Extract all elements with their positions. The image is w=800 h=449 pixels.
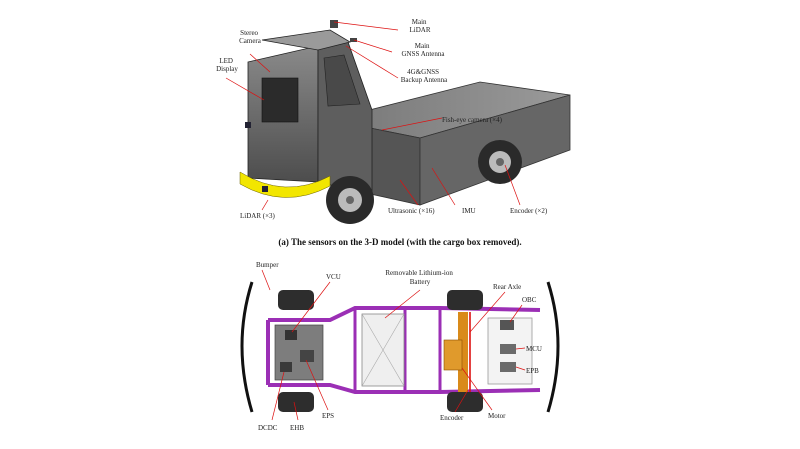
front-left-wheel: [278, 290, 314, 310]
rear-right-wheel: [447, 392, 483, 412]
cab-side-window: [323, 54, 361, 107]
epb-box: [500, 362, 516, 372]
led-display-screen: [261, 77, 299, 123]
chassis-diagram: [240, 281, 560, 413]
front-right-wheel: [278, 392, 314, 412]
label-main-gnss: Main GNSS Antenna: [402, 42, 446, 58]
label-encoder-top: Encoder (×2): [510, 207, 548, 215]
label-ehb: EHB: [290, 424, 304, 432]
label-stereo-camera: Stereo Camera: [239, 29, 262, 45]
label-imu: IMU: [462, 207, 476, 215]
label-backup-antenna: 4G&GNSS Backup Antenna: [401, 68, 448, 84]
label-encoder-bottom: Encoder: [440, 414, 464, 422]
label-mcu: MCU: [526, 345, 542, 353]
figure-caption: (a) The sensors on the 3-D model (with t…: [278, 237, 521, 247]
obc-box: [500, 320, 514, 330]
dcdc-box: [280, 362, 292, 372]
front-lidar-pod: [262, 186, 268, 192]
rear-wheel: [478, 140, 522, 184]
bottom-leader-lines: [261, 269, 526, 421]
label-vcu: VCU: [326, 273, 341, 281]
mcu-box: [500, 344, 516, 354]
label-dcdc: DCDC: [258, 424, 278, 432]
motor-unit: [443, 339, 463, 371]
label-eps: EPS: [322, 412, 334, 420]
label-ultrasonic: Ultrasonic (×16): [388, 207, 435, 215]
truck-3d-model: [239, 20, 571, 224]
label-lidar: LiDAR (×3): [240, 212, 276, 220]
label-obc: OBC: [522, 296, 537, 304]
front-wheel: [326, 176, 374, 224]
main-lidar-unit: [330, 20, 338, 28]
right-bracket: [546, 281, 560, 413]
label-led-display: LED Display: [216, 57, 238, 73]
label-fisheye-camera: Fish-eye camera (×4): [442, 116, 503, 124]
rear-axle: [458, 312, 468, 392]
eps-box: [300, 350, 314, 362]
side-lidar-pod: [245, 122, 251, 128]
label-main-lidar: Main LiDAR: [410, 18, 431, 34]
top-labels: Main LiDAR Main GNSS Antenna 4G&GNSS Bac…: [216, 18, 548, 220]
label-rear-axle: Rear Axle: [493, 283, 521, 291]
top-leader-lines: [225, 21, 521, 211]
vcu-box: [285, 330, 297, 340]
label-epb: EPB: [526, 367, 539, 375]
left-bracket: [240, 281, 254, 413]
rear-left-wheel: [447, 290, 483, 310]
bottom-labels: Bumper VCU Removable Lithium-ion Battery…: [256, 261, 542, 432]
label-motor: Motor: [488, 412, 506, 420]
label-battery: Removable Lithium-ion Battery: [385, 269, 454, 286]
label-bumper: Bumper: [256, 261, 279, 269]
gnss-antenna-unit: [350, 38, 357, 42]
